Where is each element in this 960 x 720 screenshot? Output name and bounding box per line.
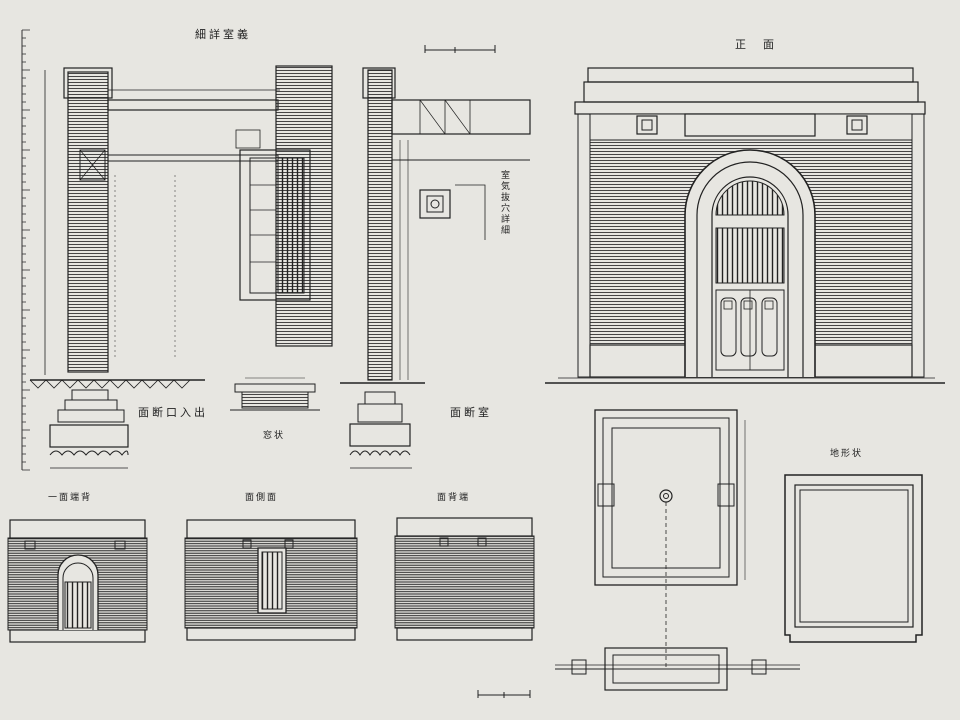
plan-title: 地形状 — [830, 449, 864, 459]
section-right-label: 面断室 — [450, 406, 492, 419]
elev-right-label: 面背端 — [437, 493, 471, 503]
front-view-label: 正 面 — [735, 38, 777, 51]
elevation-right-drawing — [394, 517, 535, 641]
elev-left-label: 一面端背 — [48, 493, 93, 503]
top-scale-bar — [424, 45, 496, 53]
vent-detail-label: 室気抜穴詳細 — [499, 170, 509, 236]
window-detail-drawing — [230, 65, 333, 411]
floor-plan-drawing — [555, 409, 800, 691]
room-section-drawing — [340, 67, 531, 469]
elevation-mid-drawing — [184, 519, 358, 641]
bottom-scale-bar — [477, 690, 531, 698]
elevation-left-drawing — [7, 519, 148, 643]
site-plan-drawing — [784, 474, 923, 643]
window-caption: 窓状 — [263, 431, 286, 441]
elev-mid-label: 面側面 — [245, 493, 279, 503]
entrance-section-drawing — [29, 67, 280, 469]
vertical-scale — [21, 29, 30, 471]
section-left-label: 面断口入出 — [138, 406, 208, 419]
front-elevation-drawing — [545, 67, 945, 384]
detail-title: 細詳室義 — [195, 28, 251, 41]
